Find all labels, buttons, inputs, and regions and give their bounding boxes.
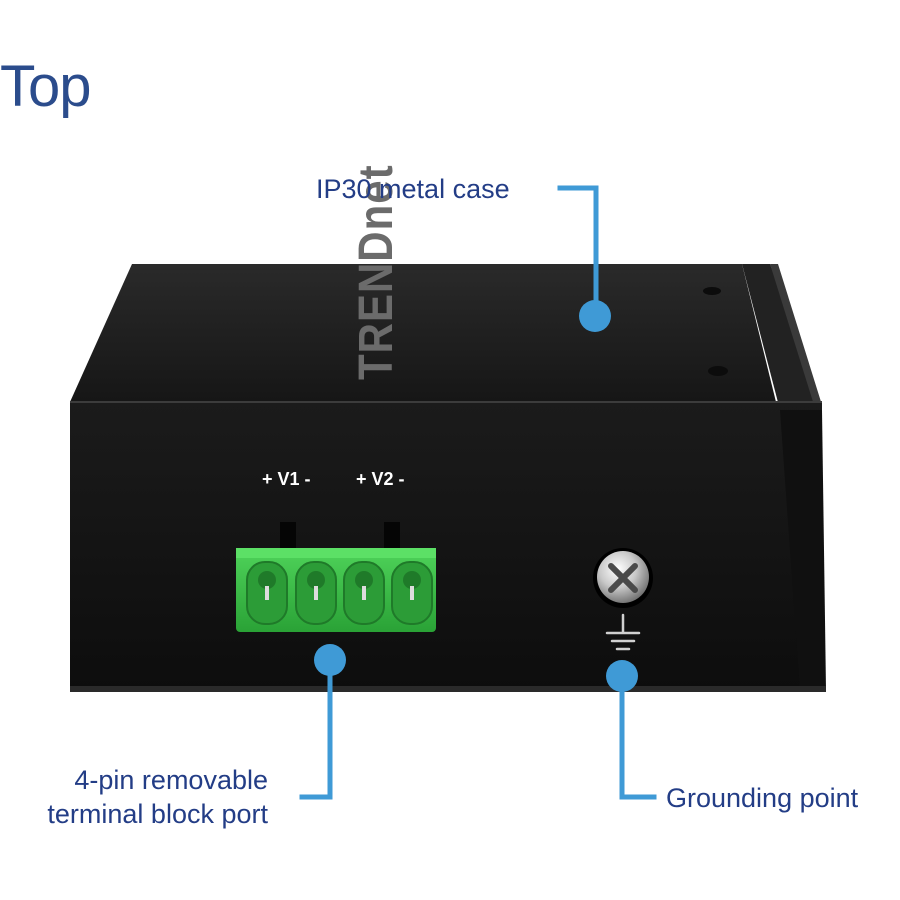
metal-case xyxy=(70,264,826,692)
terminal-callout-line2: terminal block port xyxy=(47,799,268,829)
ground-callout-dot xyxy=(606,660,638,692)
brand-logo: TRENDnet xyxy=(348,164,402,380)
case-callout-dot xyxy=(579,300,611,332)
ground-icon xyxy=(605,613,641,651)
page-title: Top xyxy=(0,54,92,119)
terminal-callout-dot xyxy=(314,644,346,676)
ground-callout-label: Grounding point xyxy=(666,783,859,813)
terminal-label-v2: + V2 - xyxy=(356,469,405,489)
terminal-callout-label: 4-pin removable terminal block port xyxy=(0,763,268,831)
terminal-block xyxy=(236,522,436,632)
grounding-screw xyxy=(593,548,653,608)
terminal-label-v1: + V1 - xyxy=(262,469,311,489)
case-callout-label: IP30 metal case xyxy=(316,174,510,204)
callout-lines xyxy=(299,185,657,800)
terminal-callout-line1: 4-pin removable xyxy=(74,765,268,795)
